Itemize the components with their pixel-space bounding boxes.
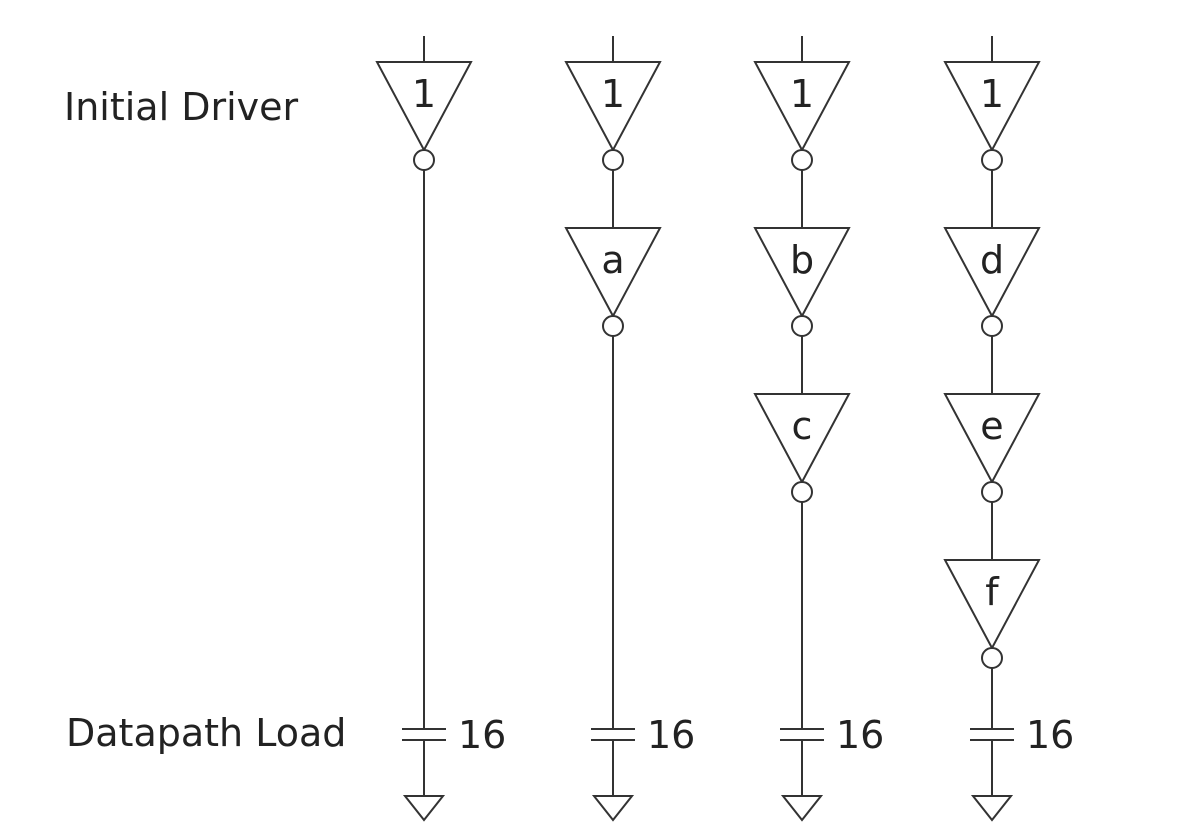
stage-size-label: 1 <box>980 72 1004 116</box>
stage-size-label: 1 <box>412 72 436 116</box>
ground-icon <box>591 795 635 822</box>
inverter-bubble <box>791 149 813 171</box>
stage-size-label: d <box>980 238 1004 282</box>
inverter-bubble <box>602 315 624 337</box>
load-value-label: 16 <box>458 713 506 757</box>
inverter-triangle <box>564 227 662 319</box>
inverter-bubble <box>981 315 1003 337</box>
inverter-bubble <box>981 647 1003 669</box>
ground-icon <box>402 795 446 822</box>
inverter-bubble <box>791 481 813 503</box>
inverter-bubble <box>602 149 624 171</box>
inverter-triangle <box>564 61 662 153</box>
inverter-triangle <box>943 227 1041 319</box>
ground-icon <box>970 795 1014 822</box>
ground-icon <box>780 795 824 822</box>
stage-size-label: e <box>980 404 1003 448</box>
stage-size-label: b <box>790 238 814 282</box>
stage-size-label: 1 <box>790 72 814 116</box>
inverter-triangle <box>375 61 473 153</box>
inverter-bubble <box>791 315 813 337</box>
inverter-triangle <box>943 559 1041 651</box>
inverter-triangle <box>943 61 1041 153</box>
load-value-label: 16 <box>647 713 695 757</box>
inverter-triangle <box>753 393 851 485</box>
stage-size-label: f <box>985 570 1000 614</box>
stage-size-label: c <box>792 404 813 448</box>
load-value-label: 16 <box>1026 713 1074 757</box>
stage-size-label: 1 <box>601 72 625 116</box>
inverter-triangle <box>753 227 851 319</box>
stage-size-label: a <box>601 238 624 282</box>
inverter-triangle <box>753 61 851 153</box>
load-value-label: 16 <box>836 713 884 757</box>
inverter-bubble <box>981 481 1003 503</box>
initial-driver-label: Initial Driver <box>64 85 299 129</box>
inverter-bubble <box>981 149 1003 171</box>
inverter-bubble <box>413 149 435 171</box>
datapath-load-label: Datapath Load <box>66 711 347 755</box>
inverter-triangle <box>943 393 1041 485</box>
